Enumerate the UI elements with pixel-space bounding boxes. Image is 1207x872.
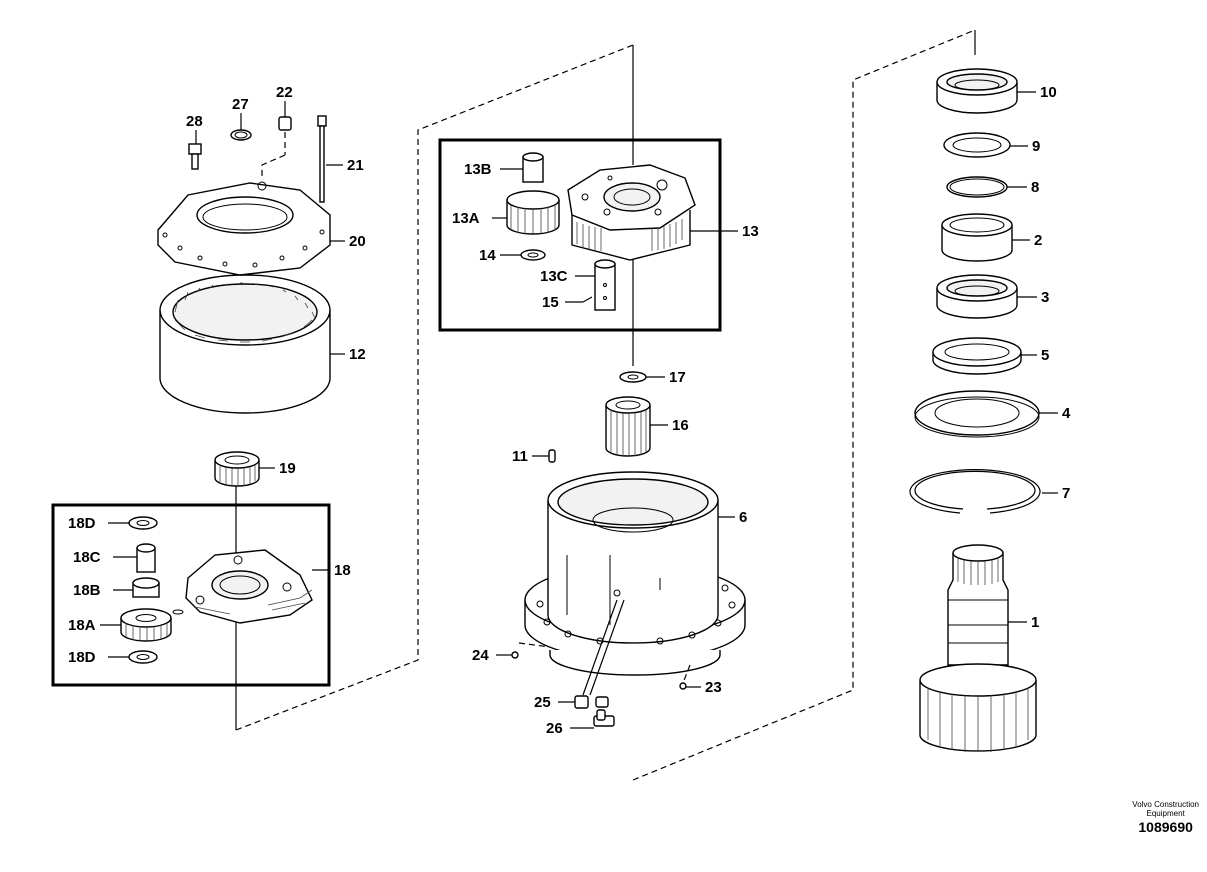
- label-15: 15: [542, 294, 559, 311]
- label-18d-bottom: 18D: [68, 649, 96, 666]
- label-3: 3: [1041, 289, 1049, 306]
- part-25-fitting[interactable]: [574, 599, 625, 709]
- part-4-spacer-plate[interactable]: [914, 390, 1040, 438]
- group-box-18: [51, 503, 331, 687]
- drawing-number: 1089690: [1138, 819, 1193, 835]
- part-18d-top-washer[interactable]: [128, 516, 158, 530]
- part-12-ring-gear[interactable]: [159, 274, 331, 414]
- label-14: 14: [479, 247, 496, 264]
- part-3-bearing[interactable]: [936, 274, 1018, 319]
- part-13-planet-carrier[interactable]: [567, 164, 696, 261]
- part-19-gear[interactable]: [214, 451, 260, 487]
- part-8-o-ring[interactable]: [946, 176, 1008, 198]
- part-16-sun-gear[interactable]: [605, 396, 651, 457]
- label-23: 23: [705, 679, 722, 696]
- part-22-plug[interactable]: [261, 116, 292, 180]
- label-18: 18: [334, 562, 351, 579]
- label-18d-top: 18D: [68, 515, 96, 532]
- part-18a-planet-gear[interactable]: [120, 608, 172, 642]
- part-15-spring-pin[interactable]: [582, 296, 593, 303]
- part-7-snap-ring[interactable]: [909, 469, 1041, 514]
- part-21-long-bolt[interactable]: [317, 115, 327, 203]
- label-13c: 13C: [540, 268, 568, 285]
- label-7: 7: [1062, 485, 1070, 502]
- label-19: 19: [279, 460, 296, 477]
- label-18c: 18C: [73, 549, 101, 566]
- part-5-seal[interactable]: [932, 337, 1022, 375]
- publisher-credit: Volvo Construction Equipment 1089690: [1132, 800, 1199, 836]
- part-13b-pin[interactable]: [522, 152, 544, 183]
- part-26-elbow[interactable]: [593, 709, 615, 727]
- credit-line-2: Equipment: [1146, 809, 1185, 818]
- label-24: 24: [472, 647, 489, 664]
- part-9-seal-ring[interactable]: [943, 132, 1011, 158]
- label-13b: 13B: [464, 161, 492, 178]
- label-1: 1: [1031, 614, 1039, 631]
- credit-line-1: Volvo Construction: [1132, 800, 1199, 809]
- label-21: 21: [347, 157, 364, 174]
- label-10: 10: [1040, 84, 1057, 101]
- part-13c-shaft[interactable]: [594, 259, 616, 311]
- part-18d-bottom-washer[interactable]: [128, 650, 158, 664]
- part-23-plug[interactable]: [679, 664, 691, 690]
- label-18b: 18B: [73, 582, 101, 599]
- part-10-bearing[interactable]: [936, 68, 1018, 114]
- label-13a: 13A: [452, 210, 480, 227]
- label-4: 4: [1062, 405, 1071, 422]
- part-13a-planet-gear[interactable]: [506, 190, 560, 235]
- callout-labels: 28 27 22 21 20 12 19 18D 18C 18B 18A 18D…: [68, 84, 1071, 737]
- label-9: 9: [1032, 138, 1040, 155]
- label-17: 17: [669, 369, 686, 386]
- label-16: 16: [672, 417, 689, 434]
- part-18-planet-carrier[interactable]: [172, 549, 313, 624]
- part-11-pin[interactable]: [548, 449, 556, 463]
- part-6-housing[interactable]: [524, 471, 746, 676]
- part-18c-pin[interactable]: [136, 543, 156, 573]
- label-13: 13: [742, 223, 759, 240]
- label-20: 20: [349, 233, 366, 250]
- part-20-flange-plate[interactable]: [157, 181, 331, 276]
- label-2: 2: [1034, 232, 1042, 249]
- part-18b-bearing[interactable]: [132, 577, 160, 598]
- label-28: 28: [186, 113, 203, 130]
- part-24-plug[interactable]: [511, 651, 519, 659]
- label-27: 27: [232, 96, 249, 113]
- label-26: 26: [546, 720, 563, 737]
- part-14-washer[interactable]: [520, 249, 546, 261]
- label-25: 25: [534, 694, 551, 711]
- leader-lines: [100, 91, 1058, 729]
- group-box-13: [438, 138, 722, 332]
- label-18a: 18A: [68, 617, 96, 634]
- part-28-bolt[interactable]: [188, 143, 202, 170]
- part-17-washer[interactable]: [619, 371, 647, 383]
- label-12: 12: [349, 346, 366, 363]
- label-6: 6: [739, 509, 747, 526]
- part-1-pinion-shaft[interactable]: [919, 544, 1037, 752]
- label-8: 8: [1031, 179, 1039, 196]
- label-5: 5: [1041, 347, 1049, 364]
- label-11: 11: [512, 448, 528, 465]
- part-2-bearing-race[interactable]: [941, 213, 1013, 262]
- label-22: 22: [276, 84, 293, 101]
